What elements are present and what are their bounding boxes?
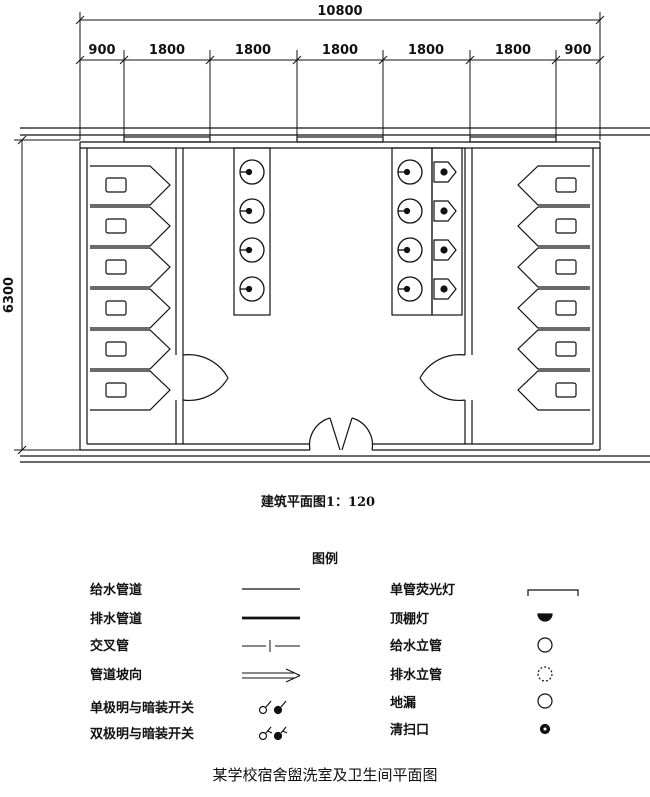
washbasin bbox=[397, 159, 423, 185]
washbasin bbox=[397, 237, 423, 263]
segment-label-4: 1800 bbox=[322, 43, 358, 58]
segment-label-2: 1800 bbox=[149, 43, 185, 58]
urinal bbox=[433, 200, 457, 222]
left-washbasins bbox=[239, 159, 265, 302]
toilet-stall bbox=[517, 370, 590, 411]
toilet-stall bbox=[90, 288, 171, 329]
urinal bbox=[433, 278, 457, 300]
toilet-stall bbox=[517, 206, 590, 247]
legend-label-drain-riser: 排水立管 bbox=[390, 667, 442, 683]
drain-riser-icon bbox=[537, 666, 553, 682]
legend-label-supply-riser: 给水立管 bbox=[390, 638, 442, 654]
legend-label-supply-pipe: 给水管道 bbox=[90, 582, 142, 598]
washbasin bbox=[239, 198, 265, 224]
legend-label-fluorescent-lamp: 单管荧光灯 bbox=[390, 582, 455, 598]
legend-label-cleanout: 清扫口 bbox=[390, 722, 429, 738]
legend-label-floor-drain: 地漏 bbox=[390, 695, 416, 711]
toilet-stall bbox=[517, 247, 590, 288]
toilet-stall bbox=[90, 329, 171, 370]
segment-label-7: 900 bbox=[564, 43, 591, 58]
segment-label-6: 1800 bbox=[495, 43, 531, 58]
legend-label-single-switch: 单极明与暗装开关 bbox=[90, 700, 194, 716]
supply-riser-icon bbox=[537, 637, 553, 653]
urinal bbox=[433, 161, 457, 183]
floor-drain-icon bbox=[537, 693, 553, 709]
segment-label-3: 1800 bbox=[235, 43, 271, 58]
slope-arrow-icon bbox=[242, 668, 301, 683]
urinals bbox=[433, 161, 457, 300]
toilet-stall bbox=[517, 329, 590, 370]
toilet-stall bbox=[90, 370, 171, 411]
segment-label-1: 900 bbox=[88, 43, 115, 58]
crossing-pipe-icon bbox=[242, 640, 300, 652]
double-switch-icon bbox=[258, 726, 288, 741]
ceiling-lamp-icon bbox=[537, 613, 553, 622]
right-toilet-stalls bbox=[517, 165, 590, 411]
cleanout-icon bbox=[539, 723, 551, 735]
legend-label-pipe-slope: 管道坡向 bbox=[90, 667, 142, 683]
segment-label-5: 1800 bbox=[408, 43, 444, 58]
vertical-dimension bbox=[14, 135, 80, 455]
right-washbasins bbox=[397, 159, 423, 302]
washbasin bbox=[239, 276, 265, 302]
depth-label: 6300 bbox=[2, 277, 17, 313]
toilet-stall bbox=[517, 165, 590, 206]
toilet-stall bbox=[90, 206, 171, 247]
washbasin bbox=[239, 237, 265, 263]
total-width-label: 10800 bbox=[317, 4, 362, 19]
left-toilet-stalls bbox=[90, 165, 171, 411]
legend-label-double-switch: 双极明与暗装开关 bbox=[90, 726, 194, 742]
legend-label-ceiling-lamp: 顶棚灯 bbox=[390, 611, 429, 627]
toilet-stall bbox=[90, 247, 171, 288]
legend-label-crossing-pipe: 交叉管 bbox=[90, 638, 129, 654]
single-switch-icon bbox=[258, 700, 287, 715]
toilet-stall bbox=[517, 288, 590, 329]
washbasin bbox=[397, 198, 423, 224]
washbasin bbox=[397, 276, 423, 302]
washbasin bbox=[239, 159, 265, 185]
urinal bbox=[433, 239, 457, 261]
figure-caption: 某学校宿舍盥洗室及卫生间平面图 bbox=[212, 766, 437, 784]
dimension-chain bbox=[75, 12, 605, 140]
floor-plan bbox=[20, 127, 650, 463]
legend-label-drain-pipe: 排水管道 bbox=[90, 611, 142, 627]
fluorescent-lamp-icon bbox=[527, 589, 579, 596]
legend-title: 图例 bbox=[312, 551, 338, 567]
toilet-stall bbox=[90, 165, 171, 206]
plan-caption: 建筑平面图1：120 bbox=[261, 494, 375, 510]
